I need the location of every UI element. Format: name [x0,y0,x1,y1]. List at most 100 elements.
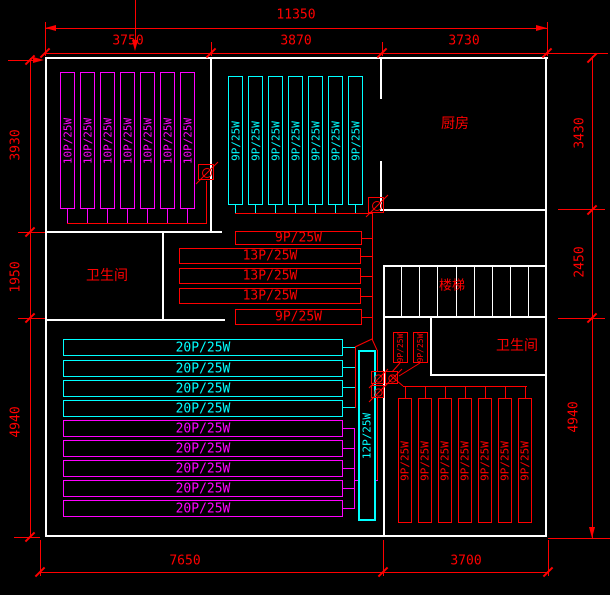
lamp-bank-top-mid-7-label: 9P/25W [349,120,362,161]
bar-12p-label: 12P/25W [360,412,374,459]
wire-line [295,204,296,213]
lamp-bank-top-left-1: 10P/25W [60,72,75,209]
lamp-bank-top-mid-7: 9P/25W [348,76,363,205]
room-label-stairs: 楼梯 [438,278,466,294]
lamp-bank-bottom-right-4: 9P/25W [458,398,472,523]
wall [545,57,547,537]
lamp-bank-top-left-4: 10P/25W [120,72,135,209]
wire-line [167,209,168,223]
lamp-bank-top-mid-2-label: 9P/25W [249,120,262,161]
lamp-bank-bottom-right-6-label: 9P/25W [498,440,512,481]
wire-line [548,540,549,576]
wire-line [505,387,506,398]
bar-9p-b-label: 9P/25W [275,309,322,325]
wire-line [135,0,136,47]
wire-line [147,209,148,223]
wall [380,161,382,211]
lamp-bank-top-mid-6: 9P/25W [328,76,343,205]
wire-line [362,238,372,239]
bar-20p-2: 20P/25W [63,360,343,377]
wall [380,209,547,211]
stair-tread [510,267,511,317]
wire-line [355,204,356,213]
wall [45,57,548,59]
fan-switch-symbol-icon [382,368,403,389]
bar-20p-9: 20P/25W [63,500,343,517]
lamp-bank-bottom-right-3-label: 9P/25W [438,440,452,481]
bar-20p-1: 20P/25W [63,339,343,356]
dim-left-1: 3930 [8,129,24,161]
lamp-bank-top-mid-4: 9P/25W [288,76,303,205]
lamp-bank-top-left-5-label: 10P/25W [141,117,154,164]
lamp-bank-bottom-right-5: 9P/25W [478,398,492,523]
bar-13p-2: 13P/25W [179,268,361,284]
dim-arrow-icon [589,527,595,538]
dim-arrow-icon [536,25,547,31]
bar-20p-6: 20P/25W [63,440,343,457]
dim-right-2: 2450 [572,246,588,278]
lamp-bank-top-left-5: 10P/25W [140,72,155,209]
lamp-bank-top-left-6: 10P/25W [160,72,175,209]
room-label-kitchen: 厨房 [441,116,469,132]
lamp-bank-top-left-7: 10P/25W [180,72,195,209]
wire-line [342,367,355,368]
wire-line [361,276,372,277]
wire-line [372,213,373,340]
box-9p-2-label: 9P/25W [415,333,425,362]
wire-line [45,28,547,29]
wire-line [67,223,207,224]
wire-line [382,42,383,56]
wall [383,265,547,267]
wire-line [342,488,354,489]
wire-line [342,428,354,429]
dim-top-seg-1: 3750 [112,33,144,49]
wire-line [355,347,356,408]
wire-line [211,42,212,56]
lamp-bank-top-mid-5-label: 9P/25W [309,120,322,161]
wire-line [235,204,236,213]
stair-tread [474,267,475,317]
box-9p-2: 9P/25W [413,332,428,363]
bar-13p-1: 13P/25W [179,248,361,264]
wire-line [45,22,46,56]
dim-top-seg-3: 3730 [448,33,480,49]
wire-line [377,398,378,481]
lamp-bank-top-mid-2: 9P/25W [248,76,263,205]
wall [45,319,225,321]
wire-line [592,56,593,538]
bar-9p-a: 9P/25W [235,231,362,245]
lamp-bank-bottom-right-6: 9P/25W [498,398,512,523]
lamp-bank-top-left-3-label: 10P/25W [101,117,114,164]
bar-20p-9-label: 20P/25W [175,501,231,516]
stair-tread [437,267,438,317]
bar-13p-3: 13P/25W [179,288,361,304]
stair-tread [528,267,529,317]
wall [430,318,432,376]
wire-line [275,204,276,213]
dim-bottom-2: 3700 [450,553,482,569]
wire-line [342,347,355,348]
wall [430,374,547,376]
lamp-bank-top-mid-1-label: 9P/25W [229,120,242,161]
wire-line [127,209,128,223]
lamp-bank-bottom-right-7-label: 9P/25W [518,440,532,481]
lamp-bank-top-mid-5: 9P/25W [308,76,323,205]
wire-line [362,317,372,318]
wire-line [558,209,605,210]
stair-tread [401,267,402,317]
dim-right-1: 3430 [572,117,588,149]
wire-line [548,53,608,54]
wire-line [335,204,336,213]
lamp-bank-bottom-right-2: 9P/25W [418,398,432,523]
wire-line [361,296,372,297]
wire-line [548,538,610,539]
wire-line [18,318,45,319]
bar-13p-2-label: 13P/25W [242,268,298,284]
bar-20p-1-label: 20P/25W [175,340,231,355]
fan-switch-symbol-icon [368,368,389,389]
stair-tread [492,267,493,317]
bar-9p-b: 9P/25W [235,309,362,325]
wire-line [342,468,354,469]
wall [45,535,547,537]
